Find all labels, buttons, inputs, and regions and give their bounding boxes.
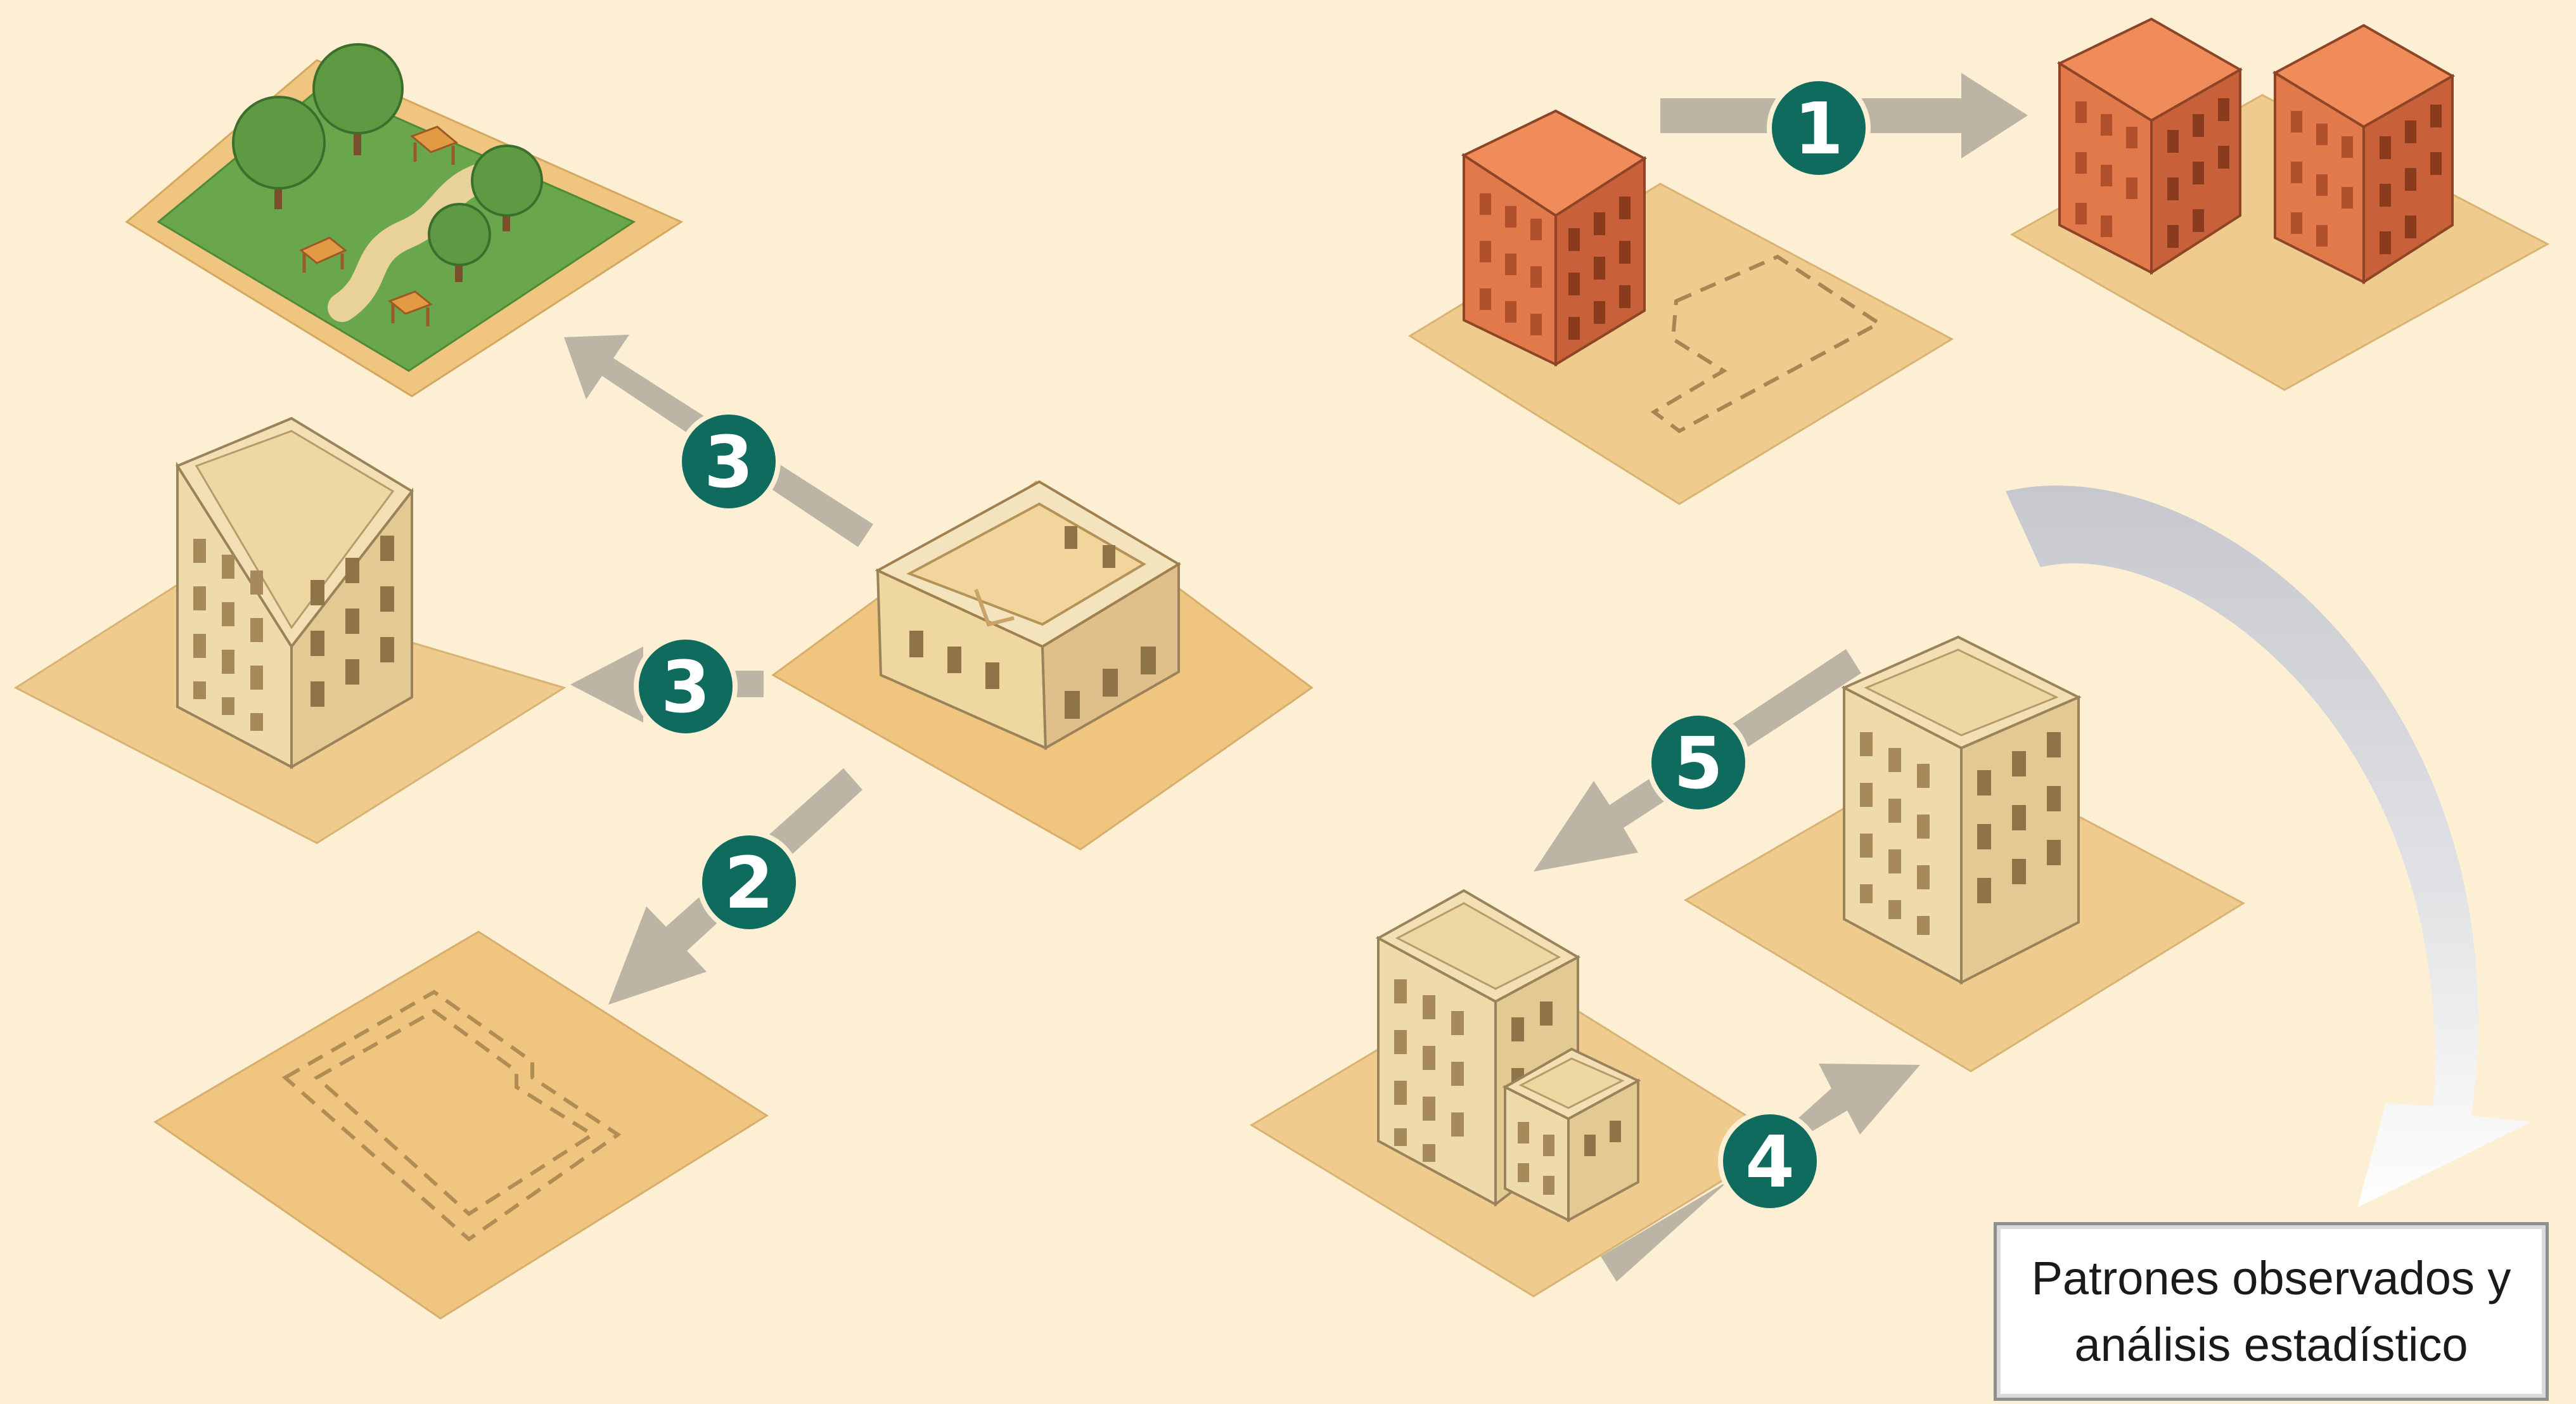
tree-icon bbox=[428, 203, 491, 282]
badge-number: 3 bbox=[661, 647, 710, 729]
park-lot bbox=[125, 43, 684, 397]
curved-arrow bbox=[2006, 486, 2532, 1208]
bench-icon bbox=[299, 236, 347, 273]
orange-building-with-plot bbox=[1408, 109, 1954, 505]
arrow-step-4 bbox=[1601, 1064, 1920, 1282]
badge-number: 5 bbox=[1674, 723, 1723, 805]
step-badge-4: 4 bbox=[1718, 1109, 1822, 1213]
step-badge-3-park: 3 bbox=[677, 409, 781, 513]
bench-icon bbox=[410, 126, 458, 165]
step-badge-5: 5 bbox=[1646, 711, 1750, 815]
bench-icon bbox=[388, 290, 433, 326]
ruined-building bbox=[771, 480, 1314, 851]
badge-number: 1 bbox=[1794, 88, 1843, 171]
tall-building-left bbox=[13, 416, 567, 844]
badge-number: 3 bbox=[704, 422, 753, 504]
badge-number: 4 bbox=[1745, 1121, 1795, 1204]
caption-line-1: Patrones observados y bbox=[2031, 1251, 2511, 1304]
tree-icon bbox=[471, 145, 543, 231]
badge-number: 2 bbox=[724, 842, 774, 925]
empty-lot bbox=[153, 931, 769, 1320]
step-badge-1: 1 bbox=[1767, 76, 1871, 180]
caption-text: Patrones observados y análisis estadísti… bbox=[2032, 1245, 2511, 1378]
tall-building-right bbox=[1684, 635, 2246, 1072]
caption-line-2: análisis estadístico bbox=[2074, 1318, 2468, 1371]
two-orange-buildings bbox=[2009, 17, 2550, 391]
analysis-caption: Patrones observados y análisis estadísti… bbox=[1994, 1222, 2549, 1401]
tree-icon bbox=[232, 96, 326, 209]
step-badge-3-building: 3 bbox=[634, 634, 738, 738]
two-beige-buildings bbox=[1250, 889, 1789, 1298]
tree-icon bbox=[312, 43, 404, 155]
step-badge-2: 2 bbox=[697, 830, 801, 934]
